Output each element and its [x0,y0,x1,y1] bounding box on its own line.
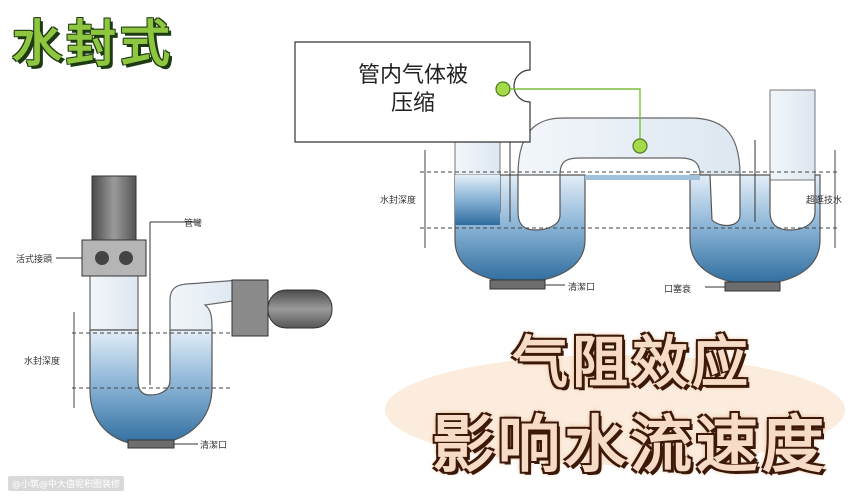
right-overflow-label: 超逛技水 [806,196,843,206]
air-pocket-marker [632,138,648,154]
callout-text: 管内气体被 压缩 [298,44,528,140]
slogan-glow [385,355,845,465]
left-trap-water [89,329,213,446]
slogan-line-1: 气阻效应 [512,331,752,396]
left-union-coupling [81,239,147,277]
right-double-trap [420,89,840,292]
page-title: 水封式 [12,15,174,73]
left-p-trap [56,175,333,449]
right-seal-depth-label: 水封深度 [380,196,417,206]
left-top-pipe [91,175,137,247]
slogan-line-2: 影响水流速度 [432,408,829,481]
right-outlet-label: 口塞衰 [664,285,692,295]
left-seal-depth-label: 水封深度 [24,357,61,367]
right-air-crown [517,117,741,176]
right-cleanout-plug-1 [489,279,546,290]
right-cleanout-label: 清潔口 [568,283,596,293]
left-cleanout-plug [127,439,175,449]
left-outlet-coupling [231,279,269,337]
callout-line-2: 压缩 [390,91,435,116]
left-trap-label: 管彎 [184,219,203,229]
left-outlet-bend [169,279,241,331]
left-outlet-pipe [267,289,333,329]
callout-line-1: 管内气体被 [357,63,468,88]
watermark-text: @小筑@中大值坭积图装修 [8,476,125,491]
right-vent-pipe [769,89,816,181]
right-cleanout-plug-2 [724,281,781,292]
callout-box [294,41,531,143]
left-union-label: 活式接頭 [16,255,53,265]
callout-leader [510,88,641,140]
left-cleanout-label: 清潔口 [200,441,228,451]
